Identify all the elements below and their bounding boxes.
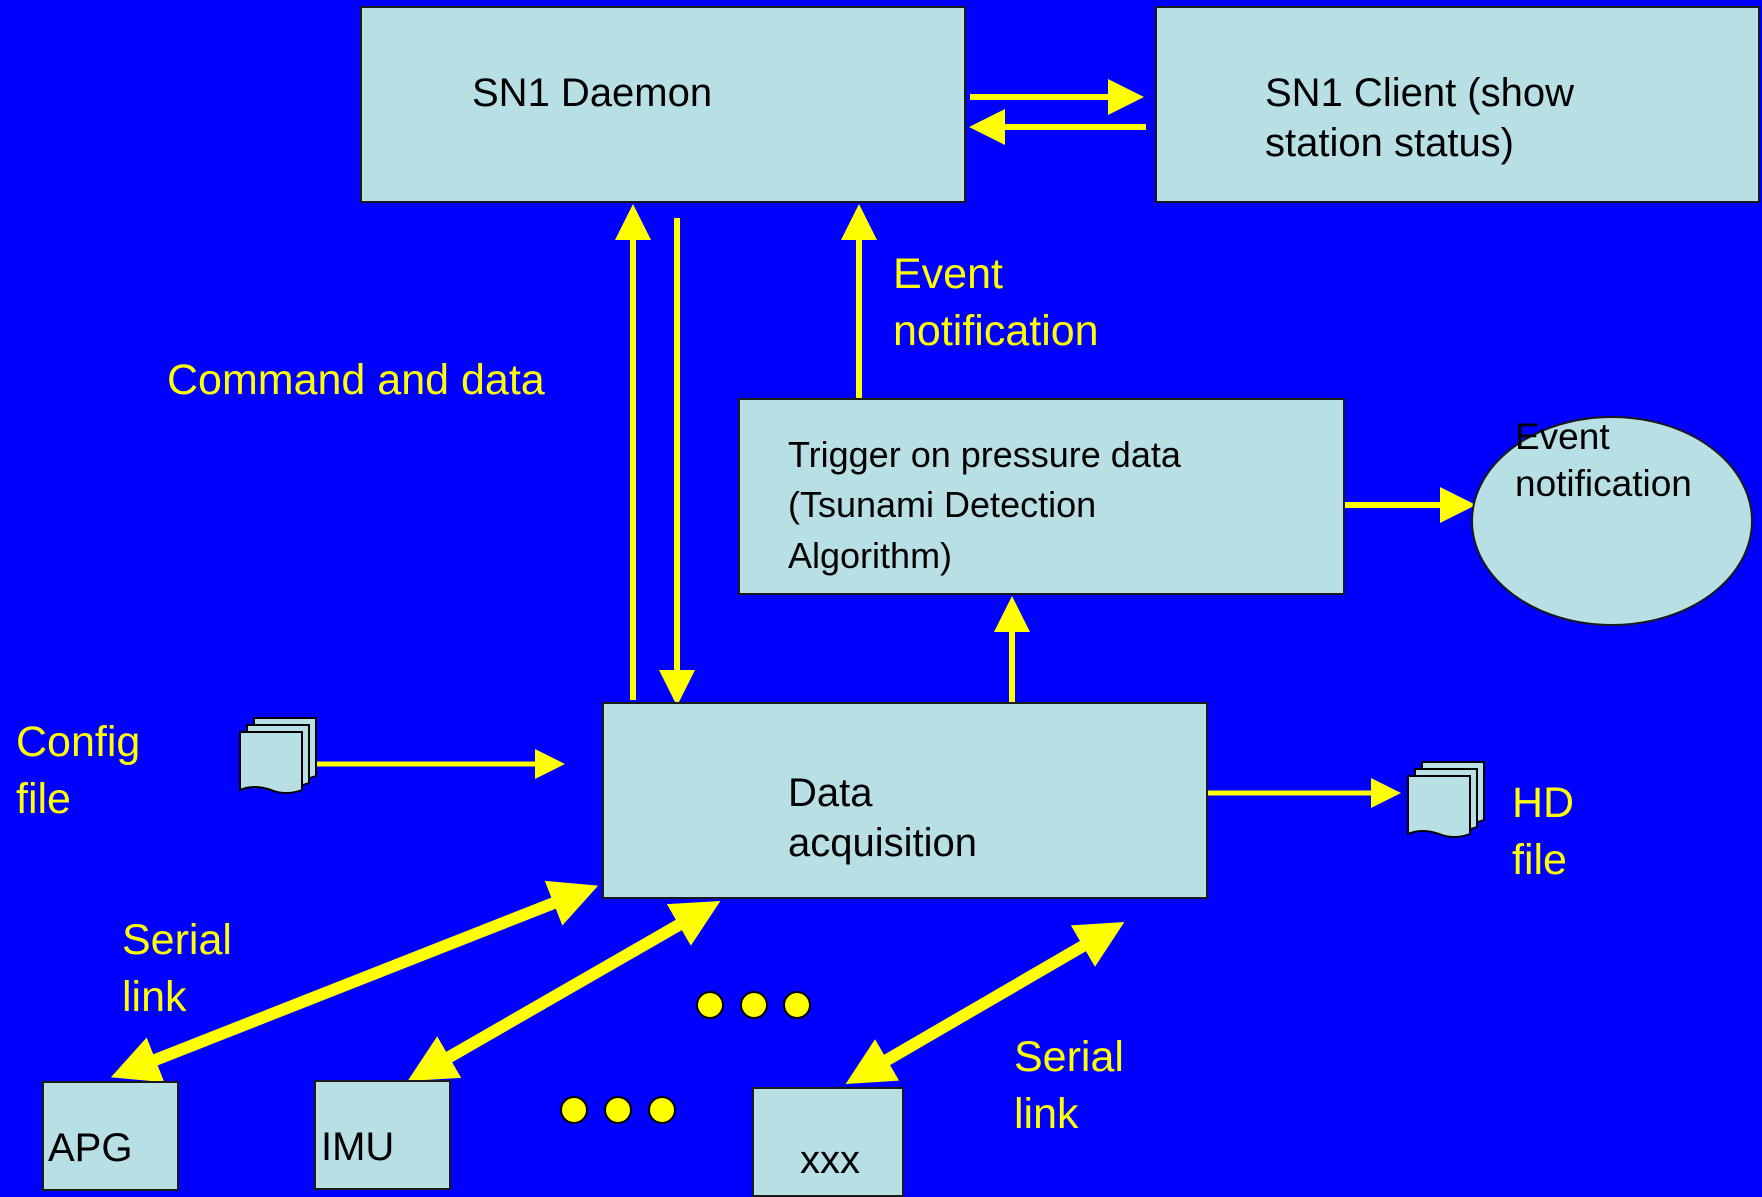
- imu-label: IMU: [321, 1125, 395, 1169]
- trigger-box: Trigger on pressure data (Tsunami Detect…: [738, 398, 1345, 595]
- data-acquisition-box: Data acquisition: [602, 702, 1208, 899]
- imu-box: IMU: [314, 1080, 451, 1190]
- data-acquisition-label: Data acquisition: [788, 771, 978, 865]
- event-notification-label: Event notification: [893, 250, 1099, 356]
- serial-link-left-label: Serial link: [122, 916, 232, 1022]
- ellipsis-dots-upper: [696, 991, 811, 1019]
- sn1-client-box: SN1 Client (show station status): [1155, 6, 1760, 203]
- serial-link-imu: [407, 901, 721, 1081]
- event-notification-circle-label: Event notification: [1515, 416, 1692, 504]
- sn1-daemon-label: SN1 Daemon: [472, 71, 713, 115]
- command-and-data-label: Command and data: [167, 356, 545, 404]
- sn1-client-label: SN1 Client (show station status): [1265, 71, 1575, 165]
- sn1-daemon-box: SN1 Daemon: [360, 6, 966, 203]
- trigger-label: Trigger on pressure data (Tsunami Detect…: [788, 434, 1181, 576]
- serial-link-right-label: Serial link: [1014, 1033, 1124, 1139]
- config-file-icon: [239, 717, 317, 794]
- hd-file-icon: [1407, 761, 1485, 838]
- apg-box: APG: [42, 1081, 179, 1191]
- event-notification-circle: [1471, 416, 1753, 626]
- ellipsis-dots-lower: [560, 1096, 676, 1124]
- apg-label: APG: [48, 1126, 133, 1170]
- hd-file-label: HD file: [1512, 779, 1575, 885]
- serial-link-xxx: [845, 921, 1125, 1085]
- xxx-label: xxx: [800, 1138, 860, 1182]
- xxx-box: xxx: [752, 1087, 904, 1197]
- config-file-label: Config file: [16, 718, 141, 824]
